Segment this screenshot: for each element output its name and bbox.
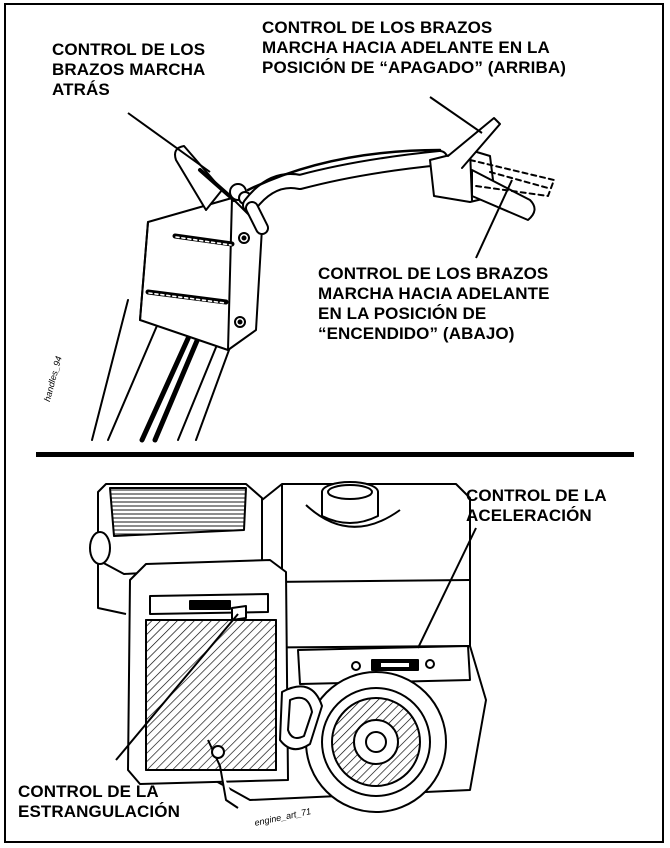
label-throttle-line-1: CONTROL DE LA [466, 486, 607, 505]
label-forward-on-line-3: EN LA POSICIÓN DE [318, 304, 487, 323]
label-choke-line-1: CONTROL DE LA [18, 782, 159, 801]
label-forward-on-line-1: CONTROL DE LOS BRAZOS [318, 264, 549, 283]
leader-lines-bottom [115, 527, 477, 761]
panel-divider [36, 452, 634, 457]
label-forward-off-line-1: CONTROL DE LOS BRAZOS [262, 18, 493, 37]
label-forward-off-line-2: MARCHA HACIA ADELANTE EN LA [262, 38, 550, 57]
handlebar-illustration [91, 117, 555, 443]
label-reverse-line-2: BRAZOS MARCHA [52, 60, 206, 79]
label-reverse-control: CONTROL DE LOS BRAZOS MARCHA ATRÁS [52, 40, 205, 100]
engine-illustration [89, 481, 487, 813]
label-forward-on-line-2: MARCHA HACIA ADELANTE [318, 284, 550, 303]
label-throttle-control: CONTROL DE LA ACELERACIÓN [466, 486, 607, 526]
label-choke-line-2: ESTRANGULACIÓN [18, 802, 180, 821]
label-choke-control: CONTROL DE LA ESTRANGULACIÓN [18, 782, 180, 822]
label-forward-on: CONTROL DE LOS BRAZOS MARCHA HACIA ADELA… [318, 264, 550, 344]
label-reverse-line-1: CONTROL DE LOS [52, 40, 206, 59]
label-forward-off: CONTROL DE LOS BRAZOS MARCHA HACIA ADELA… [262, 18, 566, 78]
leader-lines-top [127, 96, 513, 259]
label-forward-on-line-4: “ENCENDIDO” (ABAJO) [318, 324, 515, 343]
label-throttle-line-2: ACELERACIÓN [466, 506, 592, 525]
label-reverse-line-3: ATRÁS [52, 80, 110, 99]
label-forward-off-line-3: POSICIÓN DE “APAGADO” (ARRIBA) [262, 58, 566, 77]
